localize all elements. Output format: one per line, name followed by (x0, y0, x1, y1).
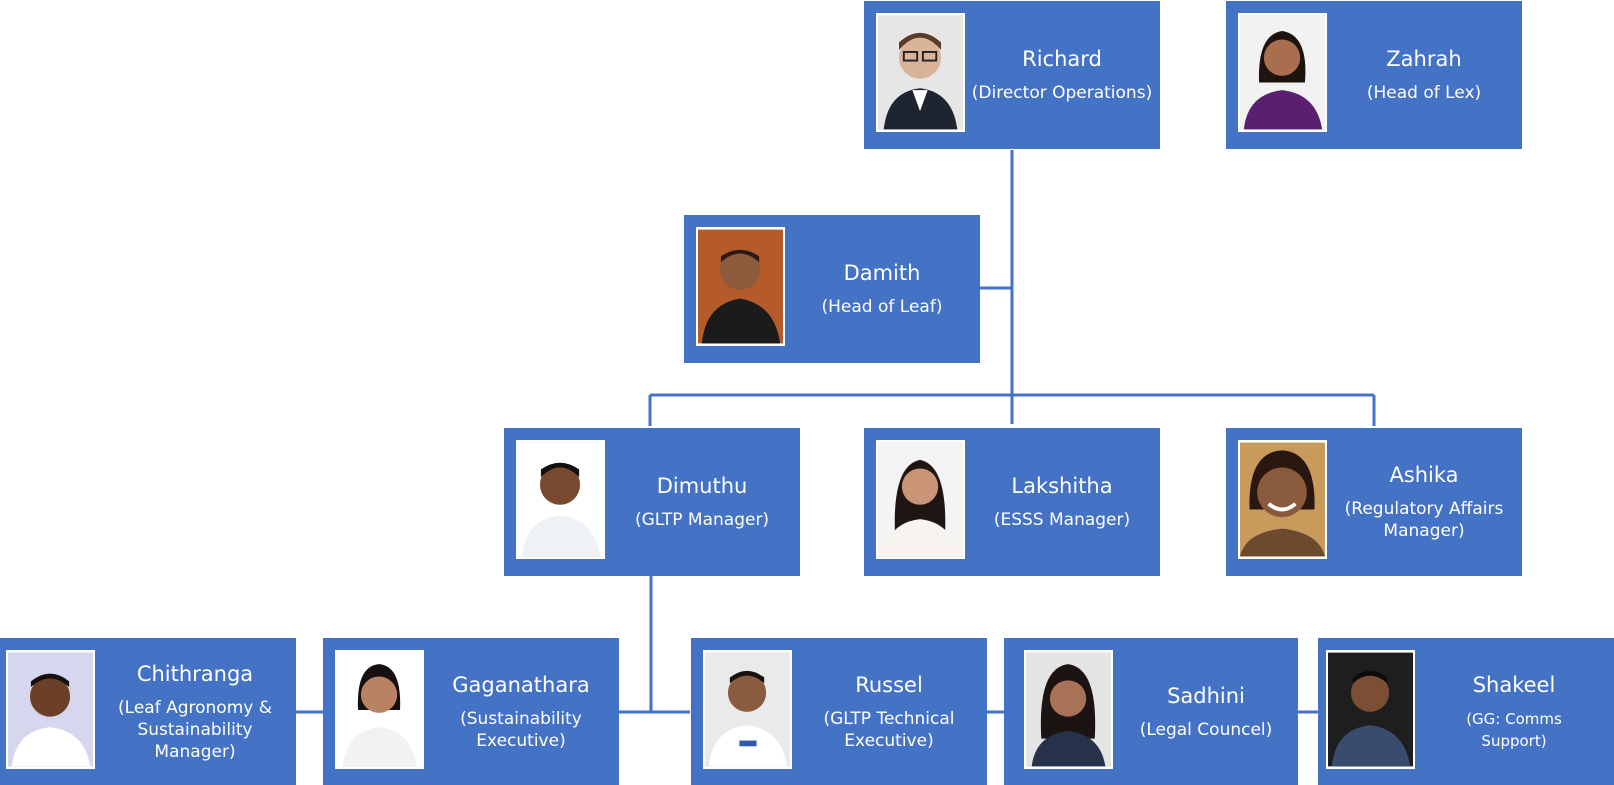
person-photo-icon (876, 13, 965, 132)
card-chithranga: Chithranga (Leaf Agronomy & Sustainabili… (0, 638, 296, 785)
card-lakshitha: Lakshitha (ESSS Manager) (864, 428, 1160, 576)
person-name: Dimuthu (656, 474, 748, 498)
card-gaganathara: Gaganathara (Sustainability Executive) (323, 638, 619, 785)
card-shakeel: Shakeel (GG: Comms Support) (1318, 638, 1614, 785)
person-title-line: Support) (1481, 731, 1547, 750)
person-title-line: Sustainability (137, 719, 253, 740)
person-title-line: Manager) (154, 741, 236, 762)
card-text: Zahrah (Head of Lex) (1330, 1, 1518, 149)
person-title: (Director Operations) (971, 83, 1153, 103)
card-text: Ashika (Regulatory Affairs Manager) (1330, 428, 1518, 576)
person-name: Ashika (1389, 463, 1459, 487)
person-title: (Head of Leaf) (821, 297, 943, 317)
person-name: Zahrah (1386, 47, 1462, 71)
card-russel: Russel (GLTP Technical Executive) (691, 638, 987, 785)
person-name: Shakeel (1472, 672, 1556, 697)
card-ashika: Ashika (Regulatory Affairs Manager) (1226, 428, 1522, 576)
person-name: Chithranga (136, 661, 254, 686)
person-name: Russel (855, 672, 923, 697)
card-text: Dimuthu (GLTP Manager) (608, 428, 796, 576)
card-text: Shakeel (GG: Comms Support) (1418, 638, 1610, 785)
person-title: (ESSS Manager) (993, 510, 1131, 530)
person-title-line: (Sustainability (460, 708, 582, 729)
card-sadhini: Sadhini (Legal Councel) (1004, 638, 1298, 785)
card-zahrah: Zahrah (Head of Lex) (1226, 1, 1522, 149)
person-photo-icon (703, 650, 792, 769)
person-title-line: (GLTP Technical (823, 708, 955, 729)
person-photo-icon (335, 650, 424, 769)
person-photo-icon (1326, 650, 1415, 769)
card-text: Russel (GLTP Technical Executive) (795, 638, 983, 785)
person-name: Lakshitha (1011, 474, 1113, 498)
person-title-line: Executive) (844, 730, 934, 751)
person-photo-icon (6, 650, 95, 769)
card-text: Lakshitha (ESSS Manager) (968, 428, 1156, 576)
person-photo-icon (876, 440, 965, 559)
person-title-line: Executive) (476, 730, 566, 751)
person-photo-icon (516, 440, 605, 559)
person-title: (GLTP Manager) (634, 510, 770, 530)
person-photo-icon (696, 227, 785, 346)
person-title: (Head of Lex) (1366, 83, 1482, 103)
person-name: Gaganathara (452, 672, 590, 697)
person-name: Sadhini (1167, 683, 1245, 708)
person-name: Damith (843, 261, 921, 285)
person-title-line: Manager) (1383, 521, 1465, 541)
person-name: Richard (1022, 47, 1102, 71)
card-richard: Richard (Director Operations) (864, 1, 1160, 149)
card-damith: Damith (Head of Leaf) (684, 215, 980, 363)
person-photo-icon (1024, 650, 1113, 769)
person-title: (Legal Councel) (1139, 719, 1273, 740)
card-text: Gaganathara (Sustainability Executive) (427, 638, 615, 785)
card-text: Damith (Head of Leaf) (788, 215, 976, 363)
card-text: Richard (Director Operations) (968, 1, 1156, 149)
card-text: Sadhini (Legal Councel) (1118, 638, 1294, 785)
card-dimuthu: Dimuthu (GLTP Manager) (504, 428, 800, 576)
card-text: Chithranga (Leaf Agronomy & Sustainabili… (98, 638, 292, 785)
person-photo-icon (1238, 13, 1327, 132)
person-photo-icon (1238, 440, 1327, 559)
person-title-line: (Regulatory Affairs (1344, 499, 1504, 519)
person-title-line: (Leaf Agronomy & (118, 697, 272, 718)
person-title-line: (GG: Comms (1466, 709, 1562, 728)
